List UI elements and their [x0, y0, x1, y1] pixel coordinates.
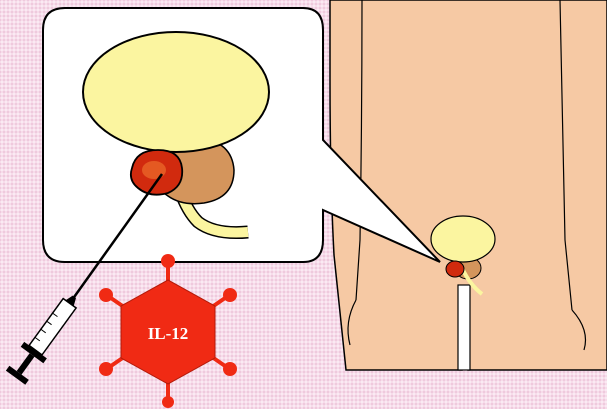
human-body — [330, 0, 607, 370]
small-bladder — [431, 216, 495, 262]
spoke-tip — [223, 362, 237, 376]
spoke-tip — [99, 288, 113, 302]
leg-gap — [458, 285, 470, 370]
il12-molecule-icon: IL-12 — [99, 254, 237, 408]
small-tumor — [446, 261, 464, 277]
tumor-highlight — [142, 161, 166, 179]
spoke-tip — [162, 396, 174, 408]
bladder — [83, 32, 269, 152]
spoke-tip — [99, 362, 113, 376]
spoke-tip — [223, 288, 237, 302]
syringe-plunger — [17, 353, 35, 374]
il12-label: IL-12 — [148, 324, 189, 343]
syringe-barrel — [29, 299, 76, 355]
spoke-tip — [161, 254, 175, 268]
